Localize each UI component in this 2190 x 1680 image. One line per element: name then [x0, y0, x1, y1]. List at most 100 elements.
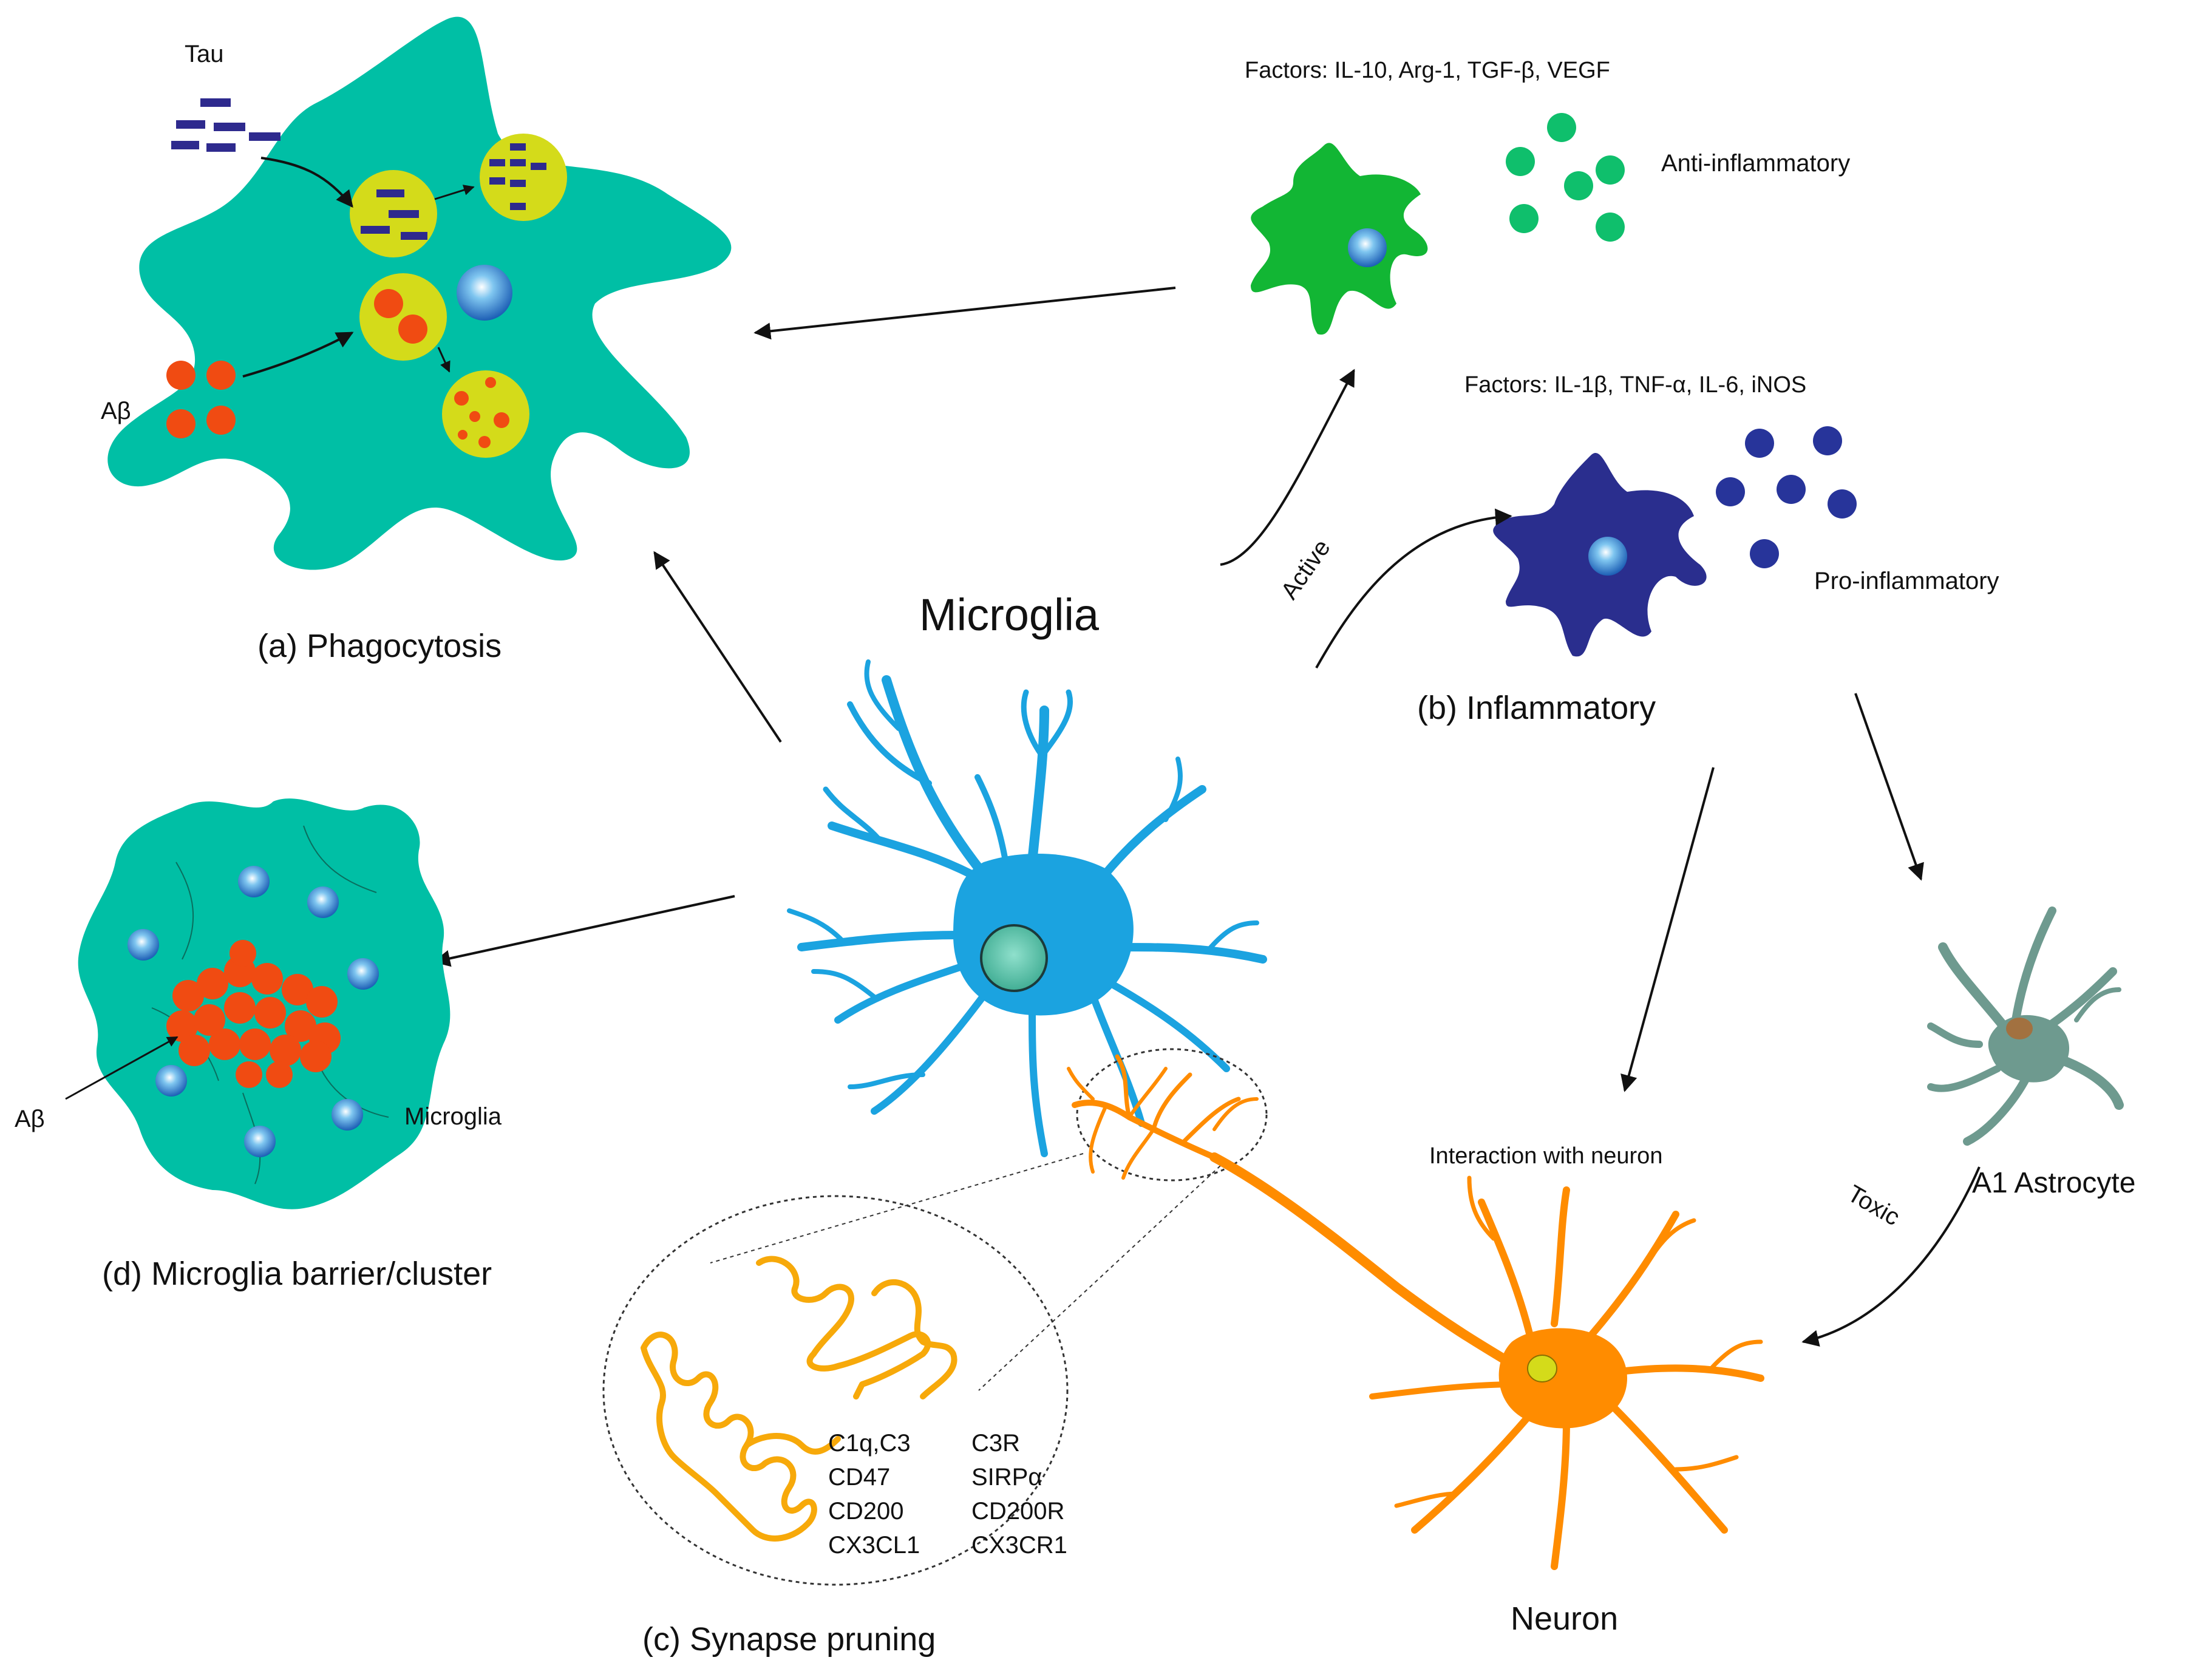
abeta-fragment	[454, 391, 469, 406]
anti-inflammatory-label: Anti-inflammatory	[1661, 150, 1850, 177]
astro-process	[1963, 1070, 2032, 1146]
tau-fragment	[510, 143, 526, 151]
marker-right-3: CD200R	[971, 1498, 1064, 1525]
abeta-particle	[236, 1061, 262, 1088]
toxic-arrow	[1801, 1166, 1981, 1347]
abeta-fragment	[478, 436, 491, 448]
axon-branch	[1115, 1054, 1132, 1120]
anti-factor-dot	[1596, 155, 1625, 185]
postsynaptic-outline	[871, 1279, 957, 1399]
abeta-particle	[306, 986, 338, 1018]
neuron-nucleus	[1527, 1355, 1557, 1382]
abeta-particle	[282, 974, 313, 1005]
neuron-group: Interaction with neuron Neuron	[1067, 1054, 1764, 1637]
neuron-dendrite	[1369, 1381, 1521, 1399]
neuron-dendrite	[1587, 1211, 1679, 1339]
anti-factor-dot	[1596, 213, 1625, 242]
anti-to-phagocytosis-arrow	[753, 287, 1176, 340]
marker-right-2: SIRPα	[971, 1464, 1042, 1491]
abeta-particle	[197, 968, 228, 999]
abeta-aggregates	[166, 361, 236, 438]
process	[828, 821, 976, 879]
barrier-abeta-core	[166, 940, 341, 1088]
anti-inflammatory-microglia	[1251, 143, 1428, 335]
abeta-particle	[374, 289, 403, 318]
barrier-nucleus	[347, 958, 379, 990]
axon-branch	[1182, 1097, 1241, 1144]
cell-outline	[303, 825, 377, 893]
to-barrier-arrow	[433, 895, 735, 967]
abeta-particle	[206, 406, 236, 435]
process	[1029, 998, 1048, 1157]
abeta-particle	[254, 997, 286, 1029]
anti-factor-dot	[1509, 204, 1539, 233]
astro-process	[1938, 942, 2008, 1031]
phagocytosis-caption: (a) Phagocytosis	[257, 628, 502, 664]
tau-fibril	[200, 98, 231, 107]
abeta-particle	[194, 1004, 225, 1036]
synapse-outline	[641, 1256, 957, 1542]
microglia-nucleus	[980, 924, 1048, 992]
abeta-particle	[300, 1041, 332, 1072]
astro-process	[2011, 906, 2056, 1024]
axon-branch	[1089, 1106, 1107, 1174]
tau-label: Tau	[185, 41, 224, 67]
pro-factor-dot	[1745, 429, 1774, 458]
neuron-dendrite	[1551, 1417, 1570, 1570]
abeta-particle	[230, 940, 256, 967]
page-title: Microglia	[919, 590, 1100, 640]
axon-branch	[1151, 1072, 1192, 1132]
presynaptic-outline	[756, 1256, 931, 1399]
abeta-degrade-arrow	[437, 347, 451, 373]
marker-right-4: CX3CR1	[971, 1532, 1067, 1559]
process	[1206, 920, 1259, 953]
synapse-markers: C1q,C3 CD47 CD200 CX3CL1 C3R SIRPα CD200…	[828, 1430, 1067, 1559]
process	[797, 931, 964, 951]
pro-factor-dot	[1828, 489, 1857, 519]
process	[1021, 689, 1047, 762]
abeta-particle	[166, 361, 196, 390]
inflammatory-caption: (b) Inflammatory	[1417, 690, 1656, 726]
tau-fibril	[176, 120, 205, 129]
resting-microglia	[787, 659, 1267, 1157]
marker-left-2: CD47	[828, 1464, 890, 1491]
astro-process	[1927, 1065, 2001, 1092]
barrier-abeta-label: Aβ	[15, 1106, 45, 1132]
abeta-uptake-arrow	[242, 332, 354, 378]
axon-branch	[1067, 1067, 1095, 1101]
barrier-nucleus	[244, 1126, 276, 1157]
zoom-detail-circle	[602, 1195, 1069, 1586]
abeta-label: Aβ	[101, 398, 131, 424]
zoom-line-bottom	[978, 1165, 1221, 1391]
axon-branch	[1121, 1127, 1155, 1180]
anti-factor-dot	[1506, 147, 1535, 176]
phagosome-abeta	[359, 273, 447, 361]
tau-fibril	[249, 132, 281, 141]
anti-inflammatory-factors	[1506, 113, 1625, 242]
anti-factor-dot	[1564, 171, 1593, 200]
abeta-particle	[166, 409, 196, 438]
anti-factor-dot	[1547, 113, 1576, 142]
abeta-particle	[179, 1035, 210, 1066]
process	[848, 1072, 925, 1089]
neuron-dendrite	[1478, 1199, 1534, 1339]
abeta-particle	[206, 361, 236, 390]
axon-terminal-tree	[1072, 1100, 1217, 1160]
cell-outline	[175, 862, 194, 960]
tau-fragment	[531, 163, 546, 170]
process	[823, 786, 883, 844]
barrier-caption: (d) Microglia barrier/cluster	[102, 1256, 492, 1292]
tau-fragment	[489, 177, 505, 185]
interaction-label: Interaction with neuron	[1429, 1143, 1662, 1169]
pro-factor-dot	[1813, 426, 1842, 455]
pro-factor-dot	[1716, 477, 1745, 506]
tau-fragment	[510, 159, 526, 166]
process	[847, 701, 932, 786]
process	[1113, 943, 1267, 964]
abeta-particle	[270, 1035, 301, 1066]
tau-fragment	[510, 180, 526, 187]
toxic-label: Toxic	[1843, 1180, 1905, 1231]
abeta-particle	[398, 315, 427, 344]
